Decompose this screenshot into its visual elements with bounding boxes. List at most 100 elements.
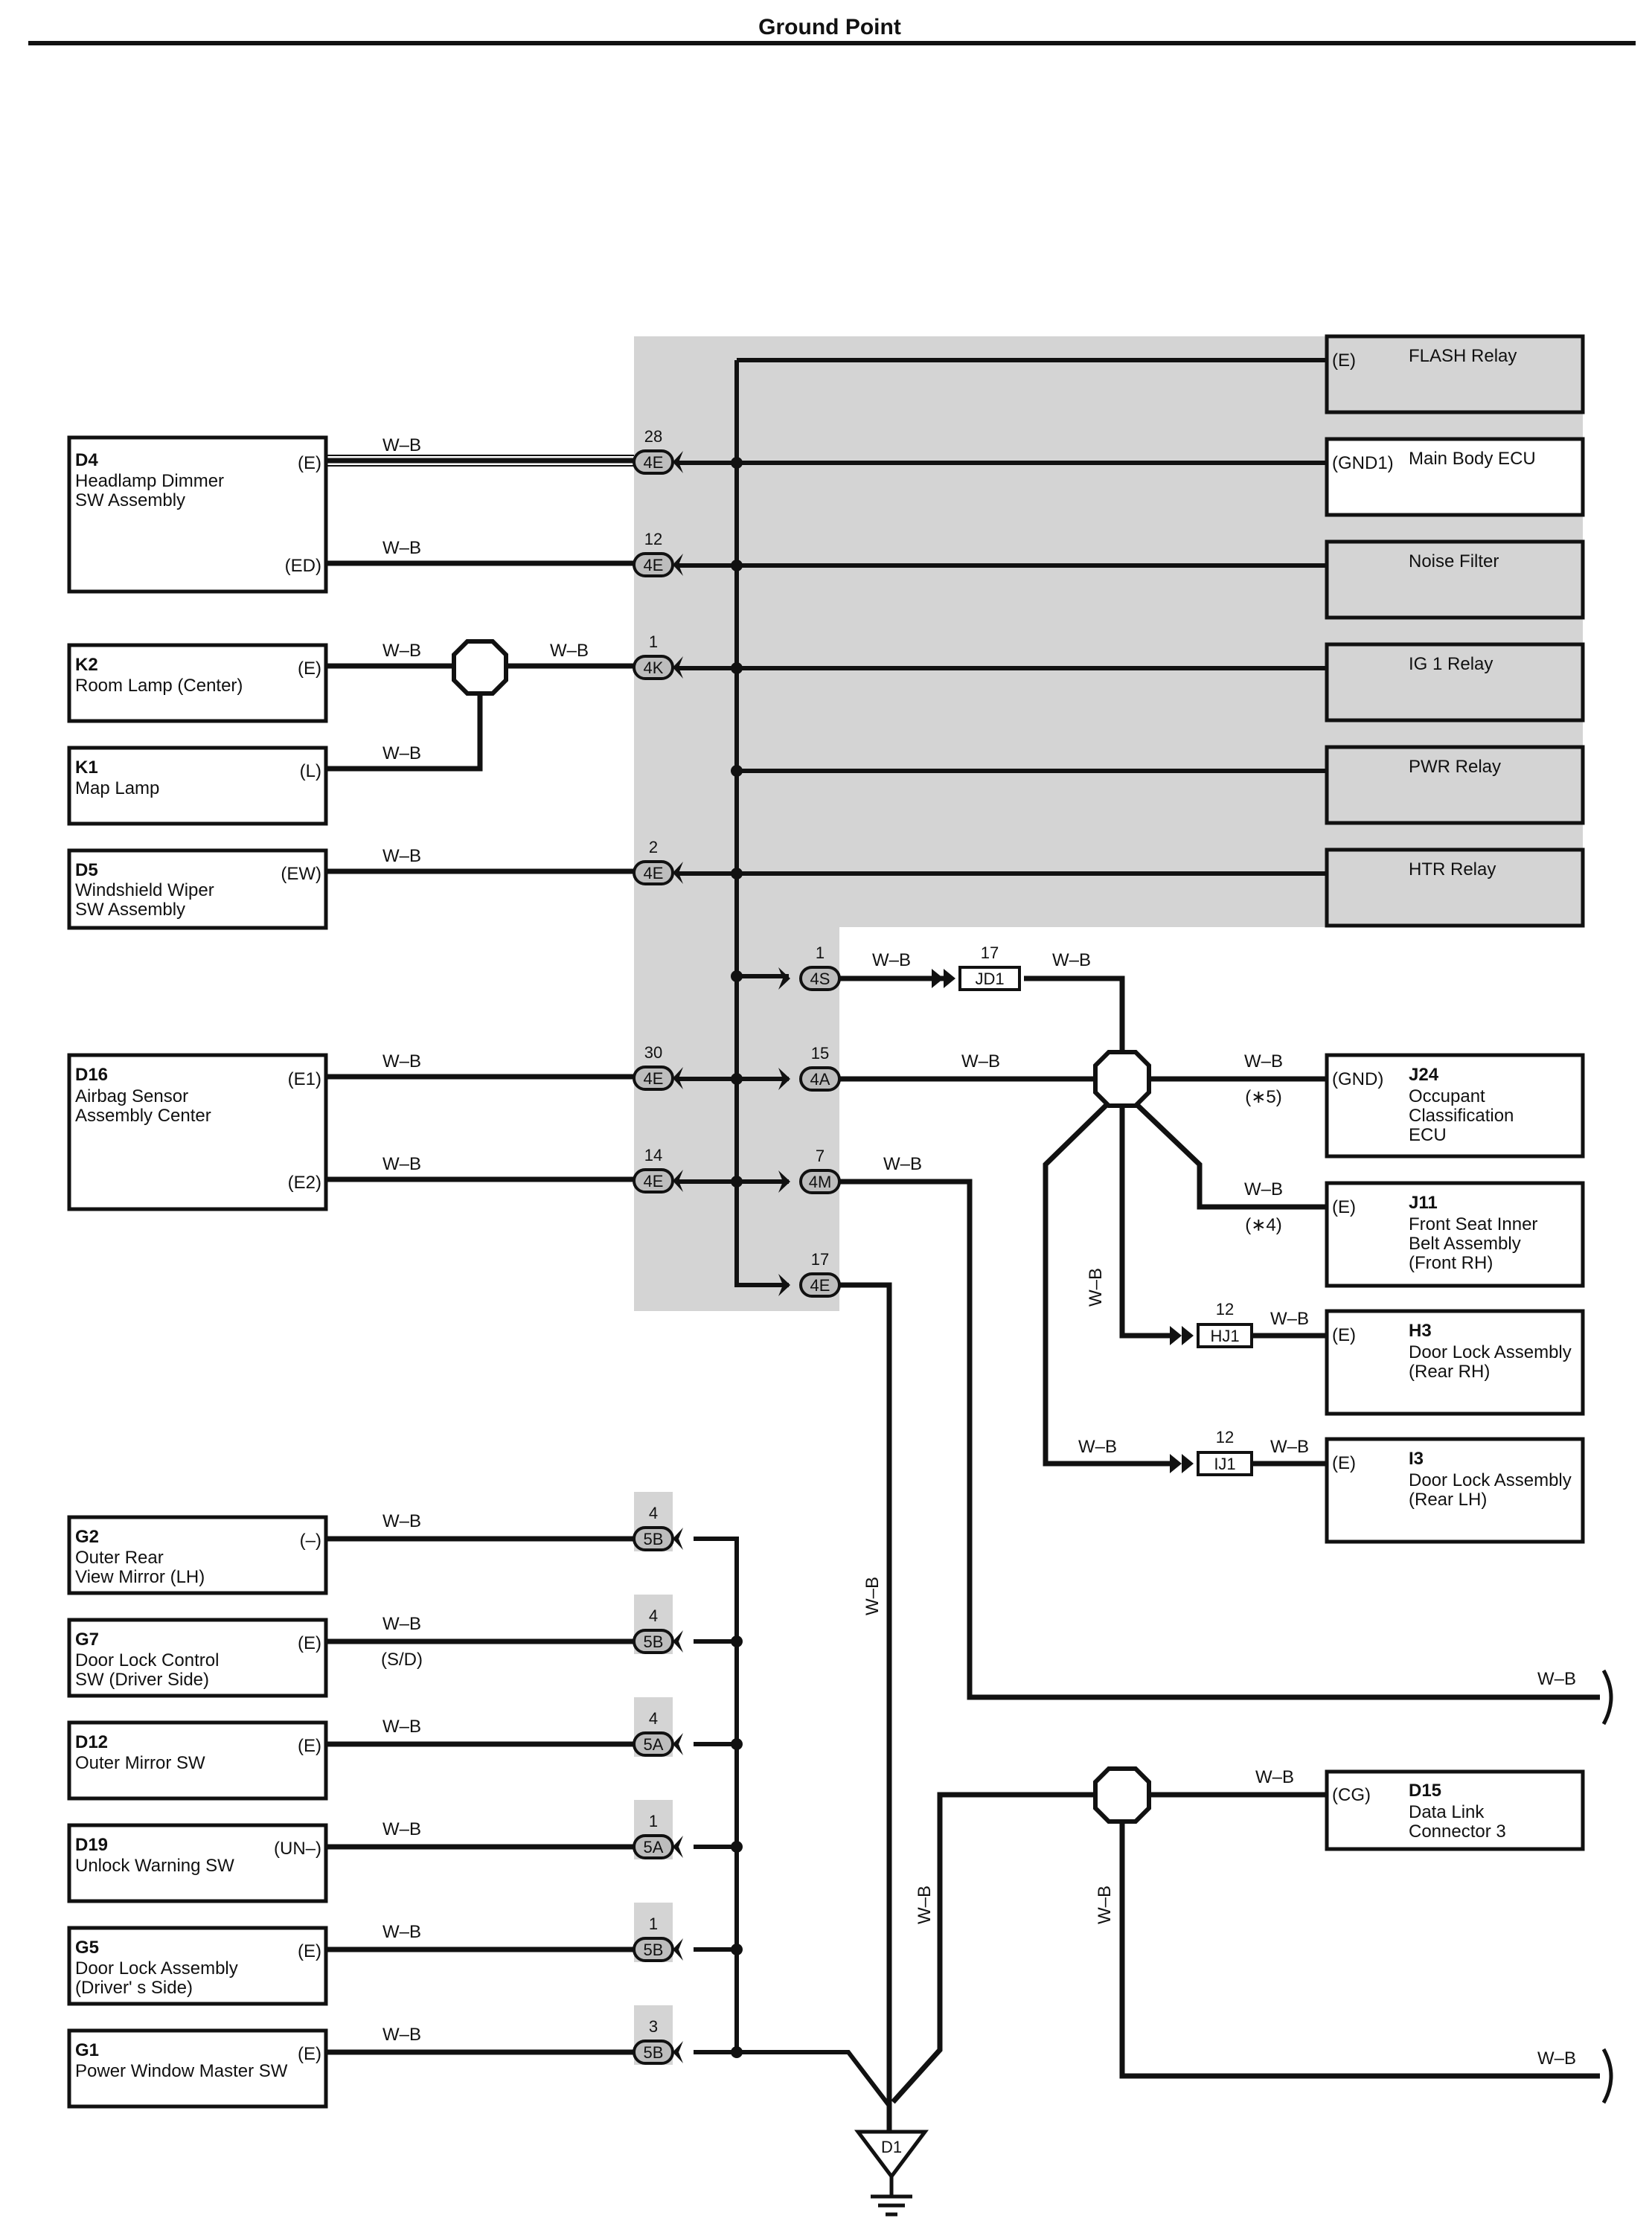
- pin-label: (E): [1332, 1197, 1356, 1217]
- connector-5b-4b: 5B4: [633, 1606, 683, 1654]
- component-name: SW Assembly: [75, 490, 185, 510]
- component-name: (Driver' s Side): [75, 1978, 193, 1998]
- component-id: G7: [75, 1630, 99, 1650]
- splice-hexagon: [1093, 1766, 1151, 1824]
- wire-4e17-ground: [839, 1282, 892, 2136]
- component-k2: [67, 643, 328, 723]
- svg-text:4: 4: [649, 1606, 658, 1625]
- wire-label: W–B: [872, 950, 911, 970]
- component-name: Unlock Warning SW: [75, 1856, 234, 1876]
- component-id: G5: [75, 1938, 99, 1958]
- svg-text:5B: 5B: [644, 1633, 664, 1651]
- wire-hex-j11: [1133, 1100, 1327, 1210]
- component-name: (Front RH): [1409, 1253, 1493, 1273]
- svg-text:4M: 4M: [809, 1173, 832, 1191]
- ground-symbol: D1: [854, 2130, 929, 2217]
- component-name: Outer Rear: [75, 1548, 164, 1568]
- wires: [326, 358, 1600, 2136]
- connector-4k-1: 4K1: [633, 632, 683, 680]
- pin-label: (GND1): [1332, 453, 1394, 473]
- component-g7: [67, 1618, 328, 1698]
- connector-5a-1: 5A1: [633, 1812, 683, 1859]
- component-name: Data Link: [1409, 1802, 1485, 1822]
- wire-label: W–B: [382, 2025, 421, 2045]
- wire-color-labels: W–B W–B W–B W–B W–B W–B W–B W–B W–B W–B …: [382, 435, 1576, 2069]
- svg-text:17: 17: [811, 1250, 829, 1269]
- svg-text:4E: 4E: [644, 864, 664, 882]
- svg-text:JD1: JD1: [975, 970, 1004, 988]
- svg-text:4E: 4E: [810, 1276, 830, 1295]
- splice-hexagon: [452, 639, 508, 696]
- component-name: IG 1 Relay: [1409, 654, 1493, 674]
- wire-label: W–B: [915, 1885, 935, 1924]
- component-name: Door Lock Assembly: [75, 1958, 238, 1979]
- pin-label: (–): [300, 1531, 321, 1551]
- component-name: (Rear LH): [1409, 1490, 1487, 1510]
- svg-text:5B: 5B: [644, 1530, 664, 1548]
- pin-label: (E): [298, 2044, 321, 2064]
- component-name: Headlamp Dimmer: [75, 471, 224, 491]
- wire-hex2-exit: [1119, 1821, 1600, 2079]
- svg-text:14: 14: [644, 1146, 662, 1164]
- component-g1: [67, 2028, 328, 2109]
- component-name: SW Assembly: [75, 900, 185, 920]
- component-d16: [67, 1053, 328, 1211]
- pin-label: (E): [298, 659, 321, 679]
- pin-label: (UN–): [274, 1839, 321, 1859]
- component-name: Outer Mirror SW: [75, 1753, 205, 1773]
- component-name: Room Lamp (Center): [75, 676, 243, 696]
- svg-text:30: 30: [644, 1043, 662, 1062]
- svg-text:HJ1: HJ1: [1210, 1327, 1239, 1345]
- pin-label: (E): [1332, 1325, 1356, 1345]
- component-name: Front Seat Inner: [1409, 1214, 1537, 1234]
- svg-text:4A: 4A: [810, 1070, 830, 1089]
- component-id: J24: [1409, 1065, 1439, 1085]
- wire-label: W–B: [382, 846, 421, 866]
- pin-label: (E): [1332, 350, 1356, 371]
- wire-label: W–B: [382, 1051, 421, 1071]
- svg-text:4: 4: [649, 1709, 658, 1728]
- component-pwr-relay: [1325, 745, 1585, 825]
- component-ig1-relay: [1325, 642, 1585, 722]
- component-d15: [1325, 1769, 1585, 1851]
- wire-label: W–B: [382, 1717, 421, 1737]
- component-d4: [67, 435, 328, 594]
- component-name: FLASH Relay: [1409, 346, 1517, 366]
- pin-label: (ED): [285, 556, 321, 576]
- wire-label: W–B: [1244, 1179, 1283, 1199]
- component-name: Main Body ECU: [1409, 449, 1536, 469]
- wire-label: W–B: [382, 1614, 421, 1634]
- svg-text:12: 12: [644, 530, 662, 548]
- component-id: K2: [75, 655, 98, 675]
- component-noise-filter: [1325, 539, 1585, 620]
- component-name: Noise Filter: [1409, 551, 1499, 571]
- component-name: Airbag Sensor: [75, 1086, 188, 1106]
- pin-label: (E1): [288, 1069, 321, 1089]
- wire-label: W–B: [382, 1819, 421, 1839]
- component-k1: [67, 746, 328, 826]
- svg-text:17: 17: [981, 943, 999, 962]
- pin-label: (EW): [281, 864, 321, 884]
- svg-text:2: 2: [649, 838, 658, 856]
- wire-label: W–B: [862, 1577, 883, 1615]
- left-wires: [326, 455, 634, 2055]
- left-components: D4 Headlamp Dimmer SW Assembly (E) (ED) …: [67, 435, 328, 2109]
- component-h3: [1325, 1309, 1585, 1416]
- pin-label: (E): [1332, 1453, 1356, 1473]
- component-id: H3: [1409, 1321, 1432, 1341]
- component-name: Door Lock Assembly: [1409, 1342, 1572, 1362]
- pin-label: (E): [298, 453, 321, 473]
- wire-label: W–B: [961, 1051, 1000, 1071]
- svg-text:4E: 4E: [644, 1069, 664, 1088]
- component-id: G2: [75, 1527, 99, 1547]
- component-d5: [67, 848, 328, 930]
- wire-label: W–B: [1078, 1437, 1117, 1457]
- component-name: Connector 3: [1409, 1822, 1506, 1842]
- svg-text:4S: 4S: [810, 970, 830, 988]
- lower-bus: [694, 1537, 891, 2107]
